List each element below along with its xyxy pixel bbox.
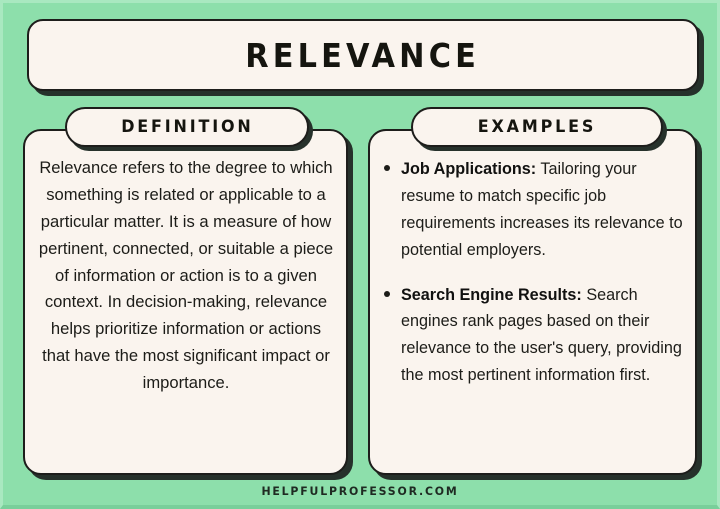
bullet-icon [384, 165, 390, 171]
footer-attribution: HELPFULPROFESSOR.COM [261, 484, 459, 498]
list-item: Search Engine Results: Search engines ra… [382, 282, 684, 390]
example-label: Search Engine Results: [401, 285, 582, 304]
title-banner: RELEVANCE [27, 19, 699, 91]
example-text: Tailoring your resume to match specific … [401, 160, 683, 259]
examples-list: Job Applications: Tailoring your resume … [382, 156, 684, 389]
example-label: Job Applications: [401, 160, 537, 178]
bullet-icon [384, 290, 390, 297]
list-item: Job Applications: Tailoring your resume … [382, 156, 684, 264]
page-title: RELEVANCE [245, 35, 481, 75]
definition-pill: DEFINITION [65, 107, 309, 147]
definition-text: Relevance refers to the degree to which … [38, 158, 334, 392]
example-text: Search engines rank pages based on their… [401, 285, 682, 385]
examples-pill: EXAMPLES [411, 107, 663, 147]
examples-card [368, 129, 697, 475]
definition-card [23, 129, 348, 475]
examples-pill-label: EXAMPLES [477, 116, 597, 137]
definition-pill-label: DEFINITION [120, 116, 254, 137]
